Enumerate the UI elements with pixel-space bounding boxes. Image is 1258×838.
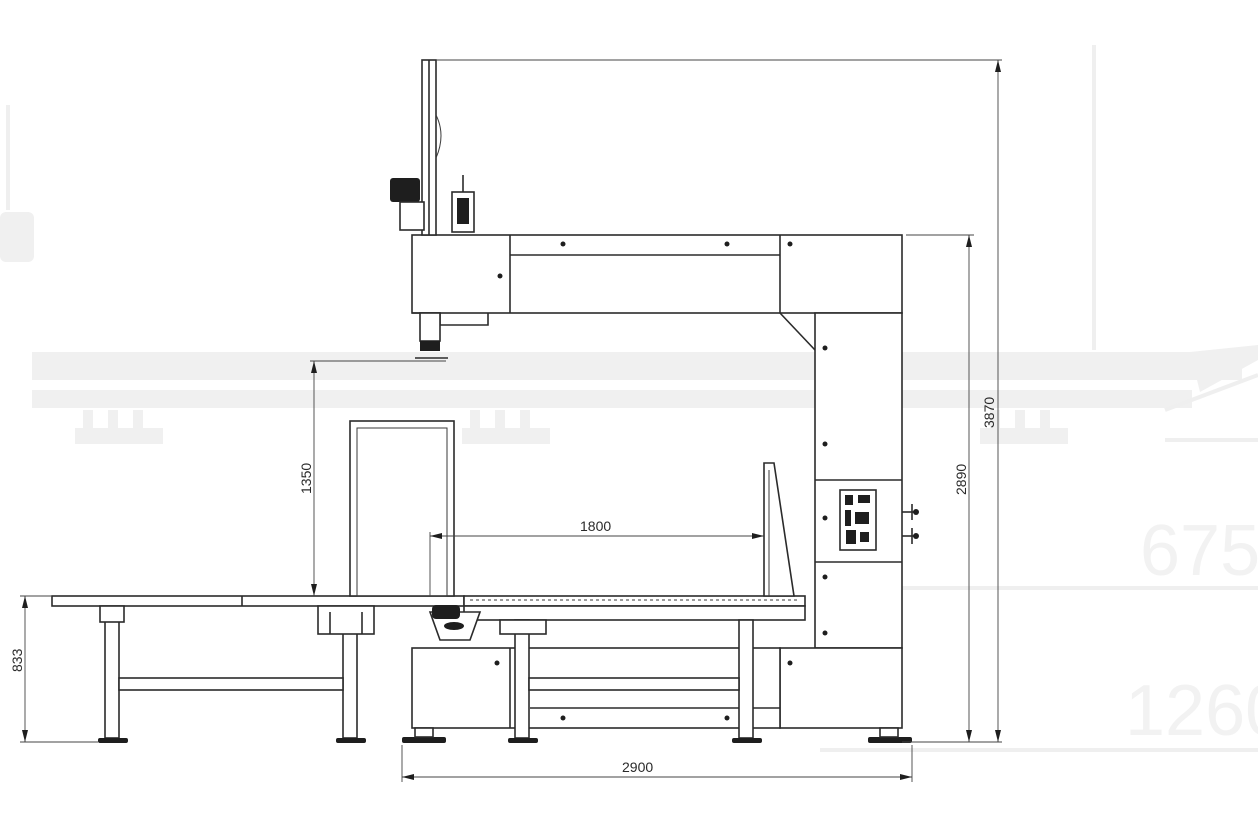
dimension-table-height: 833 — [9, 595, 98, 743]
dim-label-table-height: 833 — [9, 648, 25, 672]
main-frame — [402, 234, 919, 743]
watermark-number-a: 675 — [1140, 511, 1258, 591]
dim-label-base-width: 2900 — [622, 759, 653, 775]
handwheel-upper — [902, 504, 919, 520]
dim-label-stroke-length: 1800 — [580, 518, 611, 534]
dim-label-clearance-height: 1350 — [298, 463, 314, 494]
background-watermark: 675 1260 — [0, 45, 1258, 752]
cutting-head — [390, 59, 475, 359]
motor — [390, 178, 420, 202]
workpiece-frame — [349, 420, 455, 597]
dimension-clearance-height: 1350 — [298, 360, 446, 596]
dim-label-frame-height: 2890 — [953, 464, 969, 495]
dimension-stroke-length: 1800 — [429, 518, 764, 596]
dimension-frame-height: 2890 — [906, 234, 974, 743]
right-table — [428, 462, 806, 743]
watermark-number-b: 1260 — [1125, 671, 1258, 751]
dim-label-overall-height: 3870 — [981, 397, 997, 428]
left-table — [51, 595, 465, 743]
dimension-base-width: 2900 — [401, 745, 913, 782]
handwheel-lower — [902, 528, 919, 544]
